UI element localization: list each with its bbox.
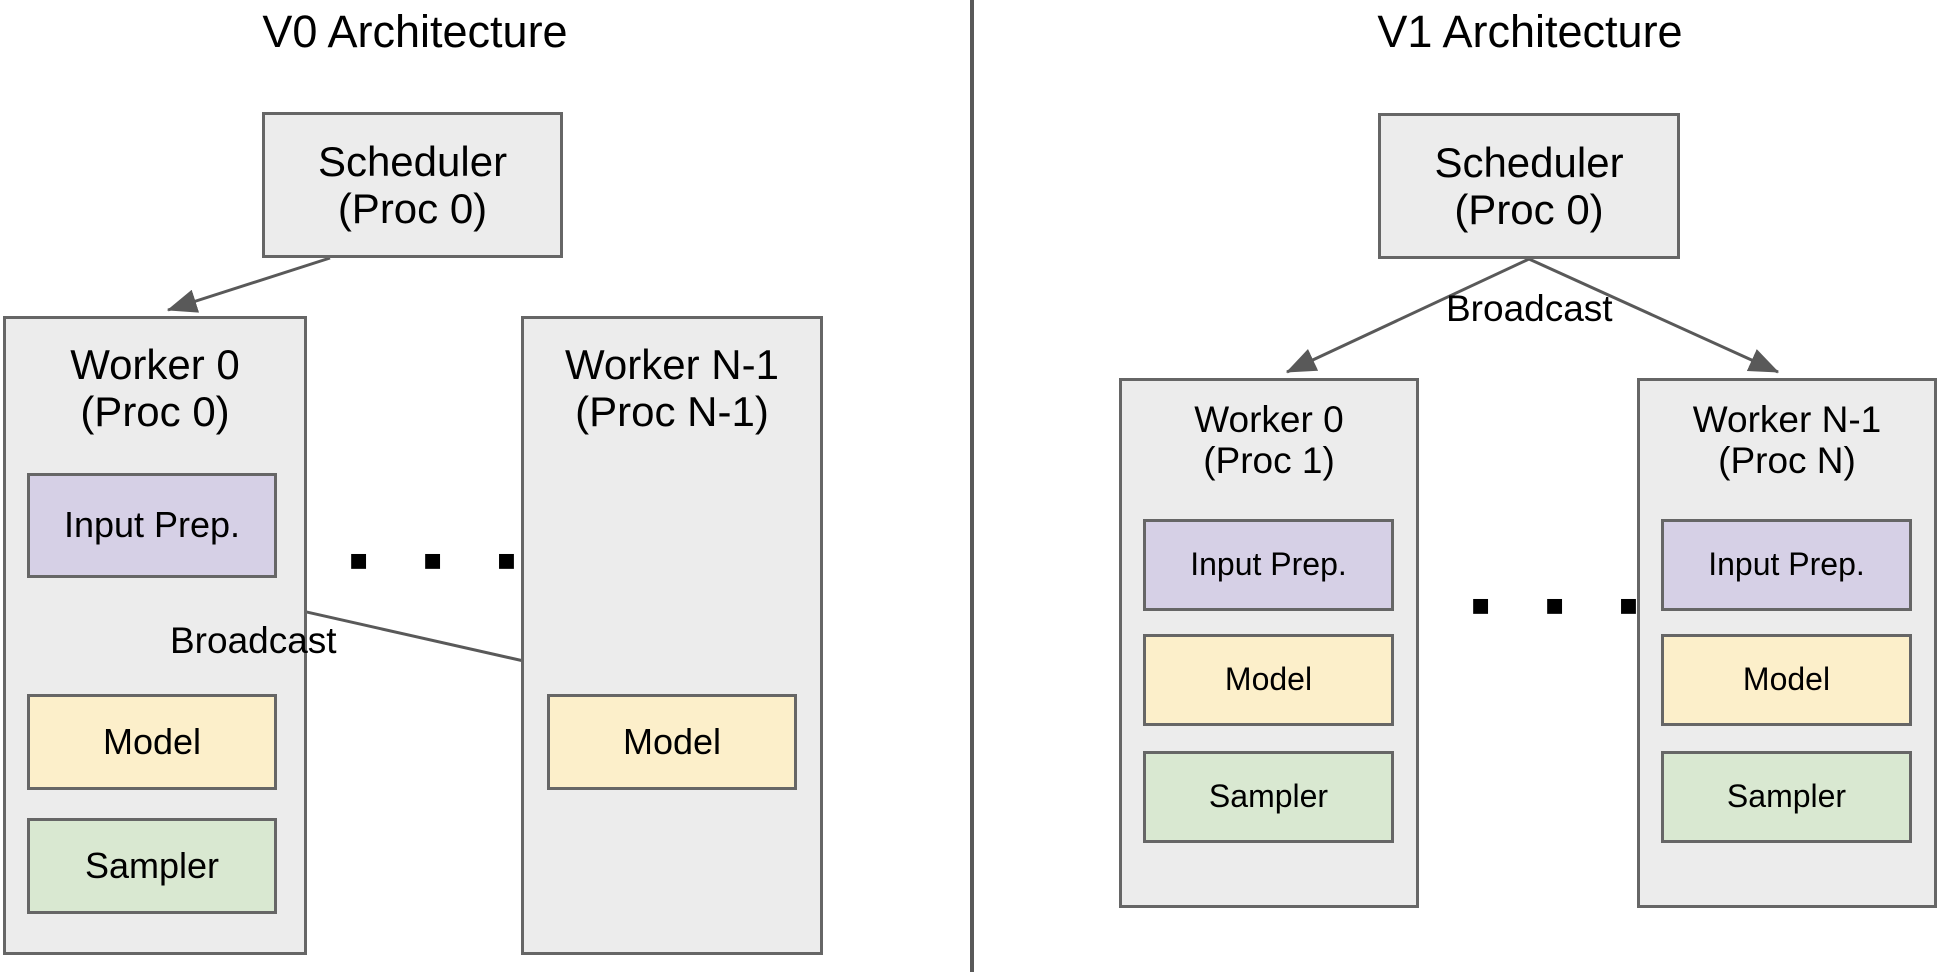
v0-worker-0-input-prep-box[interactable]: Input Prep. [27, 473, 277, 578]
v1-worker-0-line1: Worker 0 [1194, 399, 1344, 440]
v1-worker-n1-model-box[interactable]: Model [1661, 634, 1912, 726]
v0-scheduler-box[interactable]: Scheduler (Proc 0) [262, 112, 563, 258]
v0-worker-0-input-prep-label: Input Prep. [63, 504, 241, 546]
v1-worker-0-sampler-box[interactable]: Sampler [1143, 751, 1394, 843]
v1-worker-n1-line1: Worker N-1 [1692, 399, 1882, 440]
v1-worker-n1-input-prep-box[interactable]: Input Prep. [1661, 519, 1912, 611]
v0-broadcast-label: Broadcast [170, 620, 337, 661]
v0-scheduler-line1: Scheduler [317, 137, 508, 185]
v0-worker-n1-line2: (Proc N-1) [575, 388, 769, 436]
v0-scheduler-line2: (Proc 0) [337, 185, 488, 232]
v1-worker-0-input-prep-label: Input Prep. [1190, 546, 1347, 583]
v1-worker-n1-header: Worker N-1 (Proc N) [1640, 399, 1934, 482]
v1-broadcast-label: Broadcast [1446, 288, 1613, 329]
v0-worker-0-line2: (Proc 0) [80, 388, 230, 436]
v1-worker-n1-sampler-label: Sampler [1726, 778, 1847, 815]
v1-worker-0-model-label: Model [1224, 661, 1313, 698]
v1-worker-n1-line2: (Proc N) [1718, 440, 1856, 482]
v1-scheduler-line2: (Proc 0) [1454, 186, 1604, 233]
v0-panel-title: V0 Architecture [262, 6, 568, 57]
v1-worker-0-input-prep-box[interactable]: Input Prep. [1143, 519, 1394, 611]
panel-divider [970, 0, 974, 972]
v0-worker-0-header: Worker 0 (Proc 0) [6, 341, 304, 435]
v0-worker-n1-model-box[interactable]: Model [547, 694, 797, 790]
v0-ellipsis: ▪ ▪ ▪ [348, 526, 536, 593]
v0-worker-0-line1: Worker 0 [70, 341, 240, 388]
v0-worker-0-sampler-label: Sampler [84, 844, 220, 886]
v1-worker-0-sampler-label: Sampler [1208, 778, 1329, 815]
v1-worker-0-header: Worker 0 (Proc 1) [1122, 399, 1416, 482]
arrow-v0-scheduler-to-worker0 [166, 256, 331, 313]
v1-worker-n1-sampler-box[interactable]: Sampler [1661, 751, 1912, 843]
v1-scheduler-line1: Scheduler [1434, 138, 1624, 186]
v1-scheduler-box[interactable]: Scheduler (Proc 0) [1378, 113, 1680, 259]
v1-panel-title: V1 Architecture [1377, 6, 1683, 57]
v1-worker-0-line2: (Proc 1) [1203, 440, 1335, 482]
v1-worker-n1-input-prep-label: Input Prep. [1708, 546, 1865, 583]
v0-worker-n1-line1: Worker N-1 [565, 341, 779, 388]
v0-worker-0-sampler-box[interactable]: Sampler [27, 818, 277, 914]
v0-worker-n1-model-label: Model [622, 720, 722, 762]
v0-worker-0-model-label: Model [102, 720, 202, 762]
v1-worker-0-model-box[interactable]: Model [1143, 634, 1394, 726]
v0-worker-n1-container[interactable]: Worker N-1 (Proc N-1) [521, 316, 823, 955]
v1-worker-n1-model-label: Model [1742, 661, 1831, 698]
v1-ellipsis: ▪ ▪ ▪ [1470, 571, 1658, 638]
v0-worker-n1-header: Worker N-1 (Proc N-1) [524, 341, 820, 435]
v0-worker-0-model-box[interactable]: Model [27, 694, 277, 790]
